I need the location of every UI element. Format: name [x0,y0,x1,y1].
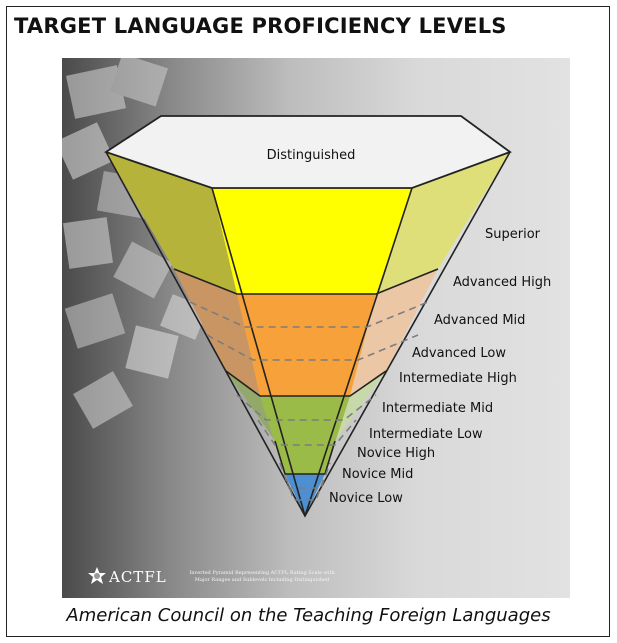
level-label-novice-mid: Novice Mid [342,467,413,482]
pyramid-top-face [103,115,512,189]
level-label-advanced-high: Advanced High [453,275,551,290]
level-label-intermediate-low: Intermediate Low [369,427,483,442]
pyramid-front-face [212,188,412,516]
page-title: TARGET LANGUAGE PROFICIENCY LEVELS [14,14,507,38]
level-label-novice-low: Novice Low [329,491,403,506]
level-label-intermediate-mid: Intermediate Mid [382,401,493,416]
actfl-star-icon [88,567,106,584]
level-label-superior: Superior [485,227,541,242]
actfl-logo: ACTFL [88,567,167,586]
actfl-caption-line1: Inverted Pyramid Representing ACTFL Rati… [189,570,335,576]
background-tiles [62,58,208,429]
level-label-advanced-mid: Advanced Mid [434,313,525,328]
level-label-intermediate-high: Intermediate High [399,371,517,386]
sublevel-dashes [189,301,429,501]
intermediate-band [260,396,350,474]
level-label-novice-high: Novice High [357,446,435,461]
novice-band [285,474,325,516]
distinguished-label: Distinguished [267,148,356,163]
level-labels: Superior Advanced High Advanced Mid Adva… [329,227,551,506]
actfl-caption-line2: Major Ranges and Sublevels Including Dis… [195,577,330,583]
footer-caption: American Council on the Teaching Foreign… [66,605,551,626]
advanced-band [237,294,376,396]
actfl-logo-text: ACTFL [108,568,167,586]
pyramid-edges [105,151,511,518]
superior-band [212,188,412,294]
level-label-advanced-low: Advanced Low [412,346,506,361]
